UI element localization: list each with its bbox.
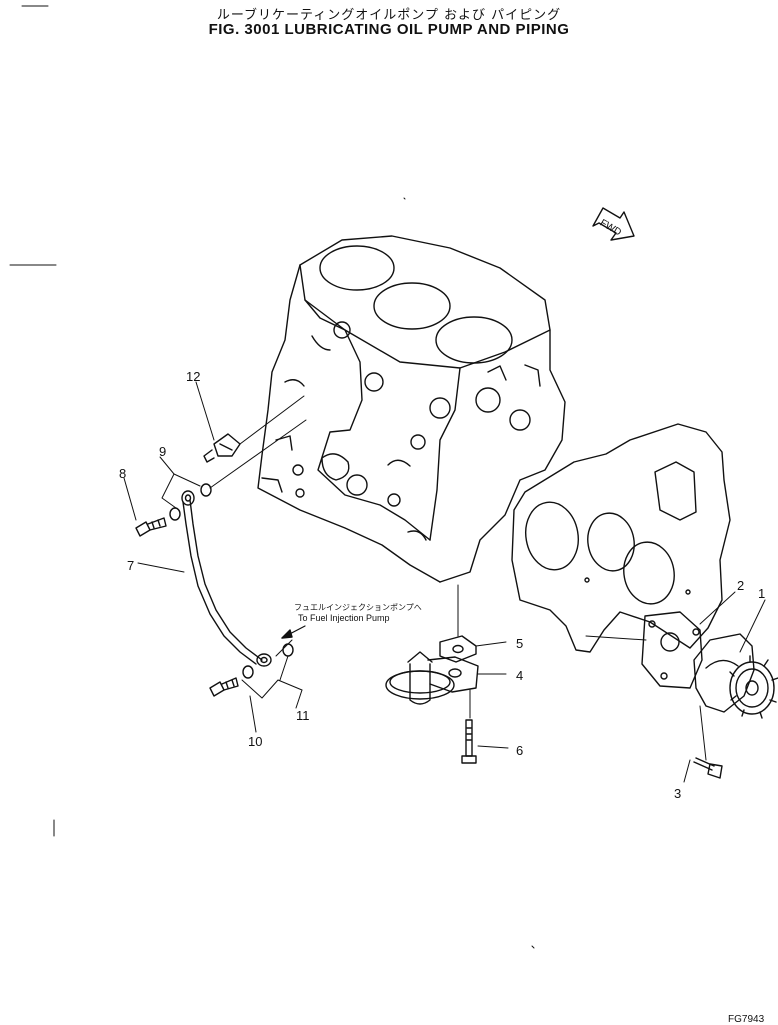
callout-6: 6	[516, 743, 524, 758]
scan-marks	[10, 6, 534, 948]
bolt-upper	[136, 518, 166, 536]
front-plate	[512, 424, 730, 652]
diagram-title: FIG. 3001 LUBRICATING OIL PUMP AND PIPIN…	[208, 21, 570, 38]
washers-upper	[170, 484, 211, 520]
oil-pump	[694, 634, 778, 718]
callout-8: 8	[119, 466, 127, 481]
callout-5: 5	[516, 636, 524, 651]
oil-pressure-switch	[204, 434, 240, 462]
oil-pump-gasket	[642, 612, 702, 688]
fuel-pipe-arrow	[282, 626, 305, 638]
bolt-lower	[210, 678, 238, 696]
strainer-gasket	[440, 636, 476, 662]
callout-7: 7	[127, 558, 135, 573]
washers-lower	[243, 644, 293, 678]
callout-3: 3	[674, 786, 682, 801]
callout-9: 9	[159, 444, 167, 459]
cylinder-block	[258, 236, 565, 582]
fuel-pump-note-japanese: フュエルインジェクションポンプへ	[294, 603, 422, 612]
callout-11: 11	[296, 708, 310, 723]
callout-1: 1	[758, 586, 766, 601]
callout-10: 10	[248, 734, 263, 749]
callout-2: 2	[737, 578, 745, 593]
fwd-arrow-label: FWD	[598, 218, 623, 239]
strainer-bolt	[462, 720, 476, 763]
fuel-pump-note: To Fuel Injection Pump	[298, 613, 390, 623]
drawing-code: FG7943	[728, 1014, 765, 1025]
diagram-title-japanese: ルーブリケーティングオイルポンプ および パイピング	[216, 8, 562, 23]
assembly-lines	[210, 396, 706, 760]
fwd-arrow-icon: FWD	[593, 208, 634, 240]
oil-strainer	[386, 652, 478, 704]
leader-lines	[124, 382, 765, 782]
oil-pipe	[182, 491, 271, 666]
pump-bolt	[694, 758, 722, 778]
callout-12: 12	[186, 369, 201, 384]
callout-4: 4	[516, 668, 524, 683]
